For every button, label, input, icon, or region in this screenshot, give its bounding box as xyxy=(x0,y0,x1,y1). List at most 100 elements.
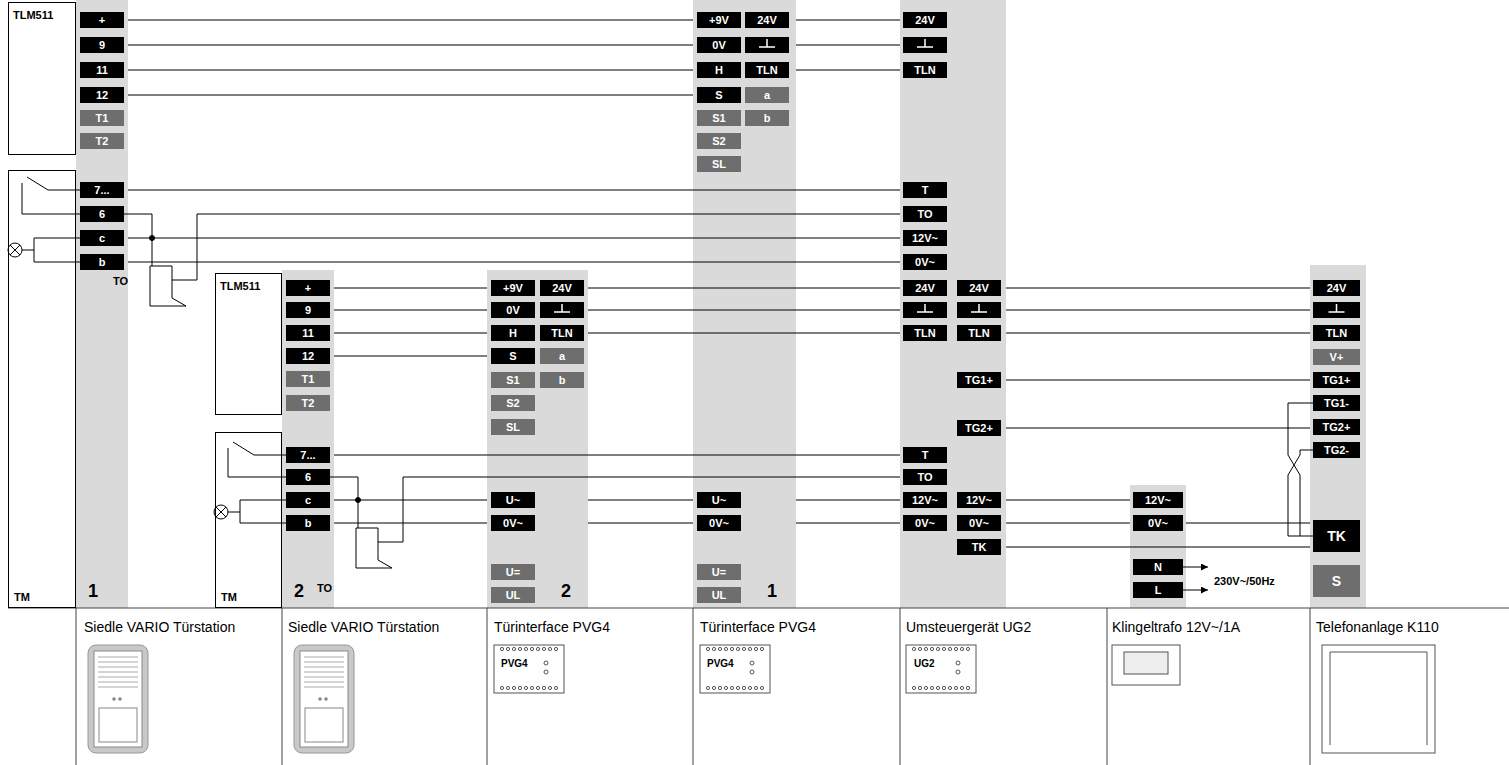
terminal-pin: c xyxy=(286,492,330,508)
ground-symbol xyxy=(917,39,933,47)
terminal-pin: 6 xyxy=(80,206,124,222)
terminal-pin: T1 xyxy=(286,371,330,387)
din-module-icon xyxy=(494,645,564,693)
terminal-screw xyxy=(930,647,933,650)
lamp-symbol xyxy=(214,505,228,519)
terminal-pin: TO xyxy=(903,469,947,485)
terminal-screw xyxy=(924,686,927,689)
terminal-pin: c xyxy=(80,230,124,246)
device-panel: Telefonanlage K110 xyxy=(1310,265,1366,608)
terminal-screw xyxy=(912,647,915,650)
terminal-pin: T xyxy=(903,447,947,463)
door-opener-symbol xyxy=(356,528,392,568)
speaker-grille xyxy=(304,662,344,663)
module-box: TM xyxy=(215,432,282,608)
terminal-pin: U= xyxy=(491,564,535,580)
wire xyxy=(588,500,693,501)
terminal-pin: 24V xyxy=(1313,280,1360,296)
wire xyxy=(796,45,900,46)
wire xyxy=(1006,500,1130,501)
ground-symbol xyxy=(1329,304,1345,312)
terminal-pin: T1 xyxy=(80,110,124,126)
signal-label: PVG4 xyxy=(501,658,528,669)
terminal-screw xyxy=(730,647,733,650)
terminal-pin: TG2+ xyxy=(957,420,1001,436)
terminal-pin: 0V~ xyxy=(697,515,741,531)
wire xyxy=(334,455,900,456)
terminal-screw xyxy=(712,686,715,689)
wire xyxy=(128,190,900,191)
terminal-screw xyxy=(706,647,709,650)
wire xyxy=(124,214,152,266)
terminal-screw xyxy=(960,686,963,689)
terminal-pin: b xyxy=(286,515,330,531)
device-panel-ground xyxy=(900,0,1006,608)
terminal-pin: + xyxy=(286,280,330,296)
device-caption: Umsteuergerät UG2 xyxy=(906,619,1031,635)
lamp-symbol xyxy=(8,243,22,257)
wire xyxy=(334,356,487,357)
terminal-screw xyxy=(512,686,515,689)
door-station-icon xyxy=(118,697,122,701)
terminal-pin: 7... xyxy=(286,447,330,463)
terminal-screw xyxy=(948,647,951,650)
lamp-symbol xyxy=(10,245,20,255)
device-caption: Siedle VARIO Türstation xyxy=(84,619,235,635)
terminal-screw xyxy=(948,686,951,689)
terminal-pin: S xyxy=(1313,565,1360,597)
terminal-pin: 9 xyxy=(286,302,330,318)
ground-symbol xyxy=(554,304,570,312)
terminal-screw xyxy=(936,686,939,689)
device-caption: Türinterface PVG4 xyxy=(494,619,610,635)
terminal-screw xyxy=(742,647,745,650)
mains-arrow xyxy=(1183,567,1208,568)
terminal-pin: 7... xyxy=(80,182,124,198)
door-station-icon xyxy=(300,651,348,747)
terminal-pin: T xyxy=(903,182,947,198)
terminal-screw xyxy=(930,686,933,689)
terminal-screw xyxy=(524,686,527,689)
terminal-pin: U= xyxy=(697,564,741,580)
terminal-screw xyxy=(554,686,557,689)
signal-label: PVG4 xyxy=(707,658,734,669)
terminal-screw xyxy=(924,647,927,650)
indicator-led xyxy=(956,670,960,674)
terminal-screw xyxy=(724,686,727,689)
wire xyxy=(128,238,900,239)
terminal-pin: V+ xyxy=(1313,349,1360,365)
wire xyxy=(588,523,693,524)
terminal-pin: T2 xyxy=(80,133,124,149)
indicator-led xyxy=(750,670,754,674)
callout-number: 2 xyxy=(294,581,304,602)
terminal-screw xyxy=(966,647,969,650)
door-station-icon xyxy=(112,697,116,701)
terminal-pin: TLN xyxy=(957,325,1001,341)
ground-terminal xyxy=(745,37,789,53)
terminal-pin: 0V xyxy=(697,37,741,53)
terminal-pin: 24V xyxy=(745,12,789,28)
terminal-screw xyxy=(548,686,551,689)
terminal-screw xyxy=(954,686,957,689)
transformer-icon xyxy=(1112,645,1180,685)
terminal-screw xyxy=(512,647,515,650)
transformer-icon xyxy=(1124,652,1168,674)
terminal-pin: TG2- xyxy=(1313,442,1360,458)
terminal-pin: L xyxy=(1133,582,1183,598)
door-station-icon xyxy=(94,651,142,747)
terminal-pin: + xyxy=(80,12,124,28)
terminal-screw xyxy=(518,686,521,689)
door-station-icon xyxy=(324,697,328,701)
terminal-pin: +9V xyxy=(697,12,741,28)
terminal-screw xyxy=(718,686,721,689)
terminal-screw xyxy=(542,686,545,689)
wire xyxy=(1006,380,1310,381)
terminal-pin: S xyxy=(491,348,535,364)
signal-label: TO xyxy=(113,275,128,287)
speaker-grille xyxy=(304,657,344,658)
terminal-pin: 12V~ xyxy=(903,492,947,508)
terminal-pin: 12V~ xyxy=(1133,492,1183,508)
terminal-screw xyxy=(966,686,969,689)
terminal-screw xyxy=(524,647,527,650)
ground-terminal xyxy=(903,37,947,53)
terminal-screw xyxy=(706,686,709,689)
